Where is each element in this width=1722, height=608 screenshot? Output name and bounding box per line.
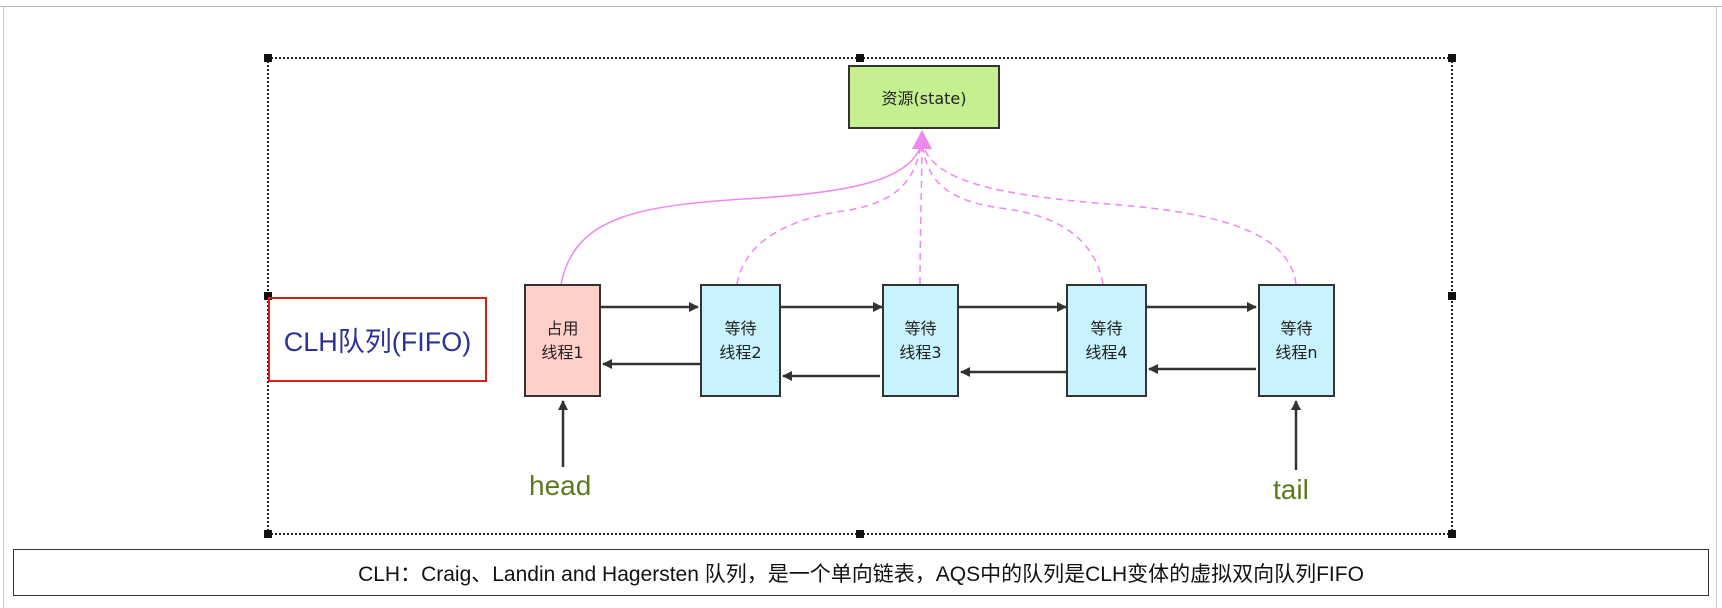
resize-handle-bottom-middle[interactable] <box>856 530 864 538</box>
edge-thread3-to-resource <box>919 140 923 285</box>
thread-node-4-line2: 线程4 <box>1085 342 1128 362</box>
resize-handle-top-middle[interactable] <box>856 54 864 62</box>
edge-thread1-to-resource <box>560 140 923 285</box>
edge-threadn-to-resource <box>921 140 1297 285</box>
window-top-border <box>0 6 1722 7</box>
resize-handle-middle-right[interactable] <box>1448 292 1456 300</box>
thread-node-4[interactable]: 等待 线程4 <box>1066 284 1147 397</box>
thread-node-1-line2: 线程1 <box>541 342 584 362</box>
head-label: head <box>529 470 592 501</box>
resource-state-node[interactable]: 资源(state) <box>848 65 1000 129</box>
thread-node-n-line2: 线程n <box>1275 342 1318 362</box>
edge-thread4-to-resource <box>921 140 1104 285</box>
resize-handle-top-right[interactable] <box>1448 54 1456 62</box>
thread-node-n[interactable]: 等待 线程n <box>1258 284 1335 397</box>
thread-node-2-line1: 等待 <box>724 318 757 338</box>
thread-node-1-line1: 占用 <box>546 318 579 338</box>
resource-arrowhead <box>912 130 932 149</box>
thread-node-4-line1: 等待 <box>1090 318 1123 338</box>
edge-thread2-to-resource <box>736 140 923 285</box>
resize-handle-middle-left[interactable] <box>264 292 272 300</box>
caption-text: CLH：Craig、Landin and Hagersten 队列，是一个单向链… <box>13 549 1709 596</box>
thread-node-n-line1: 等待 <box>1280 318 1313 338</box>
thread-node-2-line2: 线程2 <box>719 342 762 362</box>
thread-node-3[interactable]: 等待 线程3 <box>882 284 959 397</box>
tail-label: tail <box>1273 474 1309 505</box>
resize-handle-top-left[interactable] <box>264 54 272 62</box>
resize-handle-bottom-right[interactable] <box>1448 530 1456 538</box>
resize-handle-bottom-left[interactable] <box>264 530 272 538</box>
thread-node-3-line1: 等待 <box>904 318 937 338</box>
window-left-border <box>3 6 4 608</box>
window-right-border <box>1716 6 1717 608</box>
thread-node-2[interactable]: 等待 线程2 <box>700 284 781 397</box>
thread-node-3-line2: 线程3 <box>899 342 942 362</box>
clh-queue-label[interactable]: CLH队列(FIFO) <box>268 297 487 382</box>
thread-node-1[interactable]: 占用 线程1 <box>524 284 601 397</box>
